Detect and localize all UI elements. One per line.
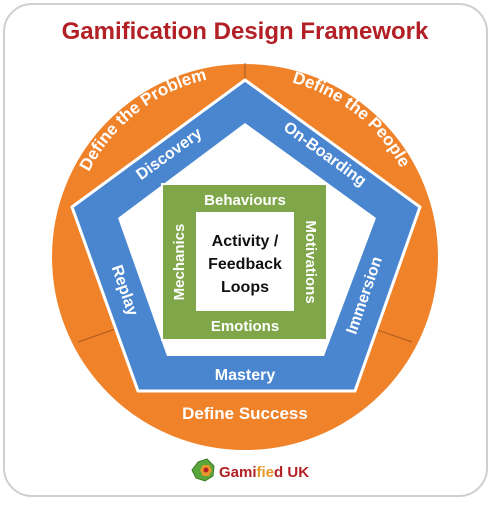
core-center-line: Feedback [208,256,282,273]
core-label-behaviours: Behaviours [204,192,286,209]
core-center-line: Loops [221,279,269,296]
stage-label-mastery: Mastery [215,367,276,384]
core-label-mechanics: Mechanics [171,224,188,301]
diagram-title: Gamification Design Framework [62,18,429,45]
core-center [196,212,294,311]
logo-text: Gamified UK [219,464,309,481]
gamified-uk-logo: Gamified UK [191,458,309,482]
ring-label-define-success: Define Success [182,404,308,423]
core-label-emotions: Emotions [211,318,279,335]
core-label-motivations: Motivations [302,220,319,303]
logo-badge-icon [191,458,215,482]
core-center-line: Activity / [212,233,279,250]
